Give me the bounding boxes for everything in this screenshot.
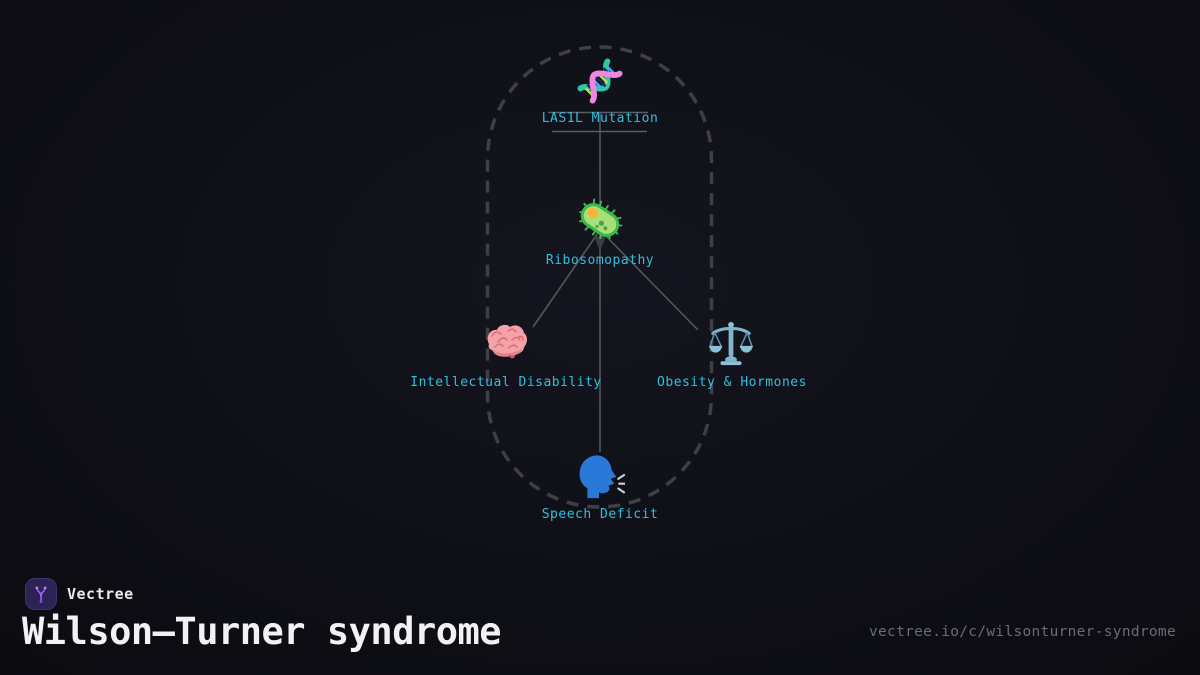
node-label-speech-deficit[interactable]: Speech Deficit [541, 507, 659, 522]
speaking-head-icon[interactable] [573, 451, 627, 499]
node-label-las1l-mutation[interactable]: LAS1L Mutation [541, 111, 659, 126]
brand-row: Vectree [25, 578, 134, 610]
node-label-ribosomopathy[interactable]: Ribosomopathy [545, 253, 655, 268]
balance-scale-icon[interactable] [708, 320, 754, 367]
node-label-intellectual-disability[interactable]: Intellectual Disability [410, 375, 602, 390]
vectree-logo[interactable] [25, 578, 57, 610]
edge-ribosomopathy-to-obesity-hormones [599, 229, 699, 331]
node-label-obesity-hormones[interactable]: Obesity & Hormones [657, 375, 807, 390]
vectree-branch-icon [35, 586, 47, 603]
microbe-icon[interactable] [575, 195, 625, 245]
share-url[interactable]: vectree.io/c/wilsonturner-syndrome [868, 624, 1176, 640]
brand-name: Vectree [67, 585, 134, 603]
brain-icon[interactable] [483, 321, 529, 361]
page-title: Wilson–Turner syndrome [22, 610, 502, 653]
dna-icon[interactable] [577, 58, 623, 104]
